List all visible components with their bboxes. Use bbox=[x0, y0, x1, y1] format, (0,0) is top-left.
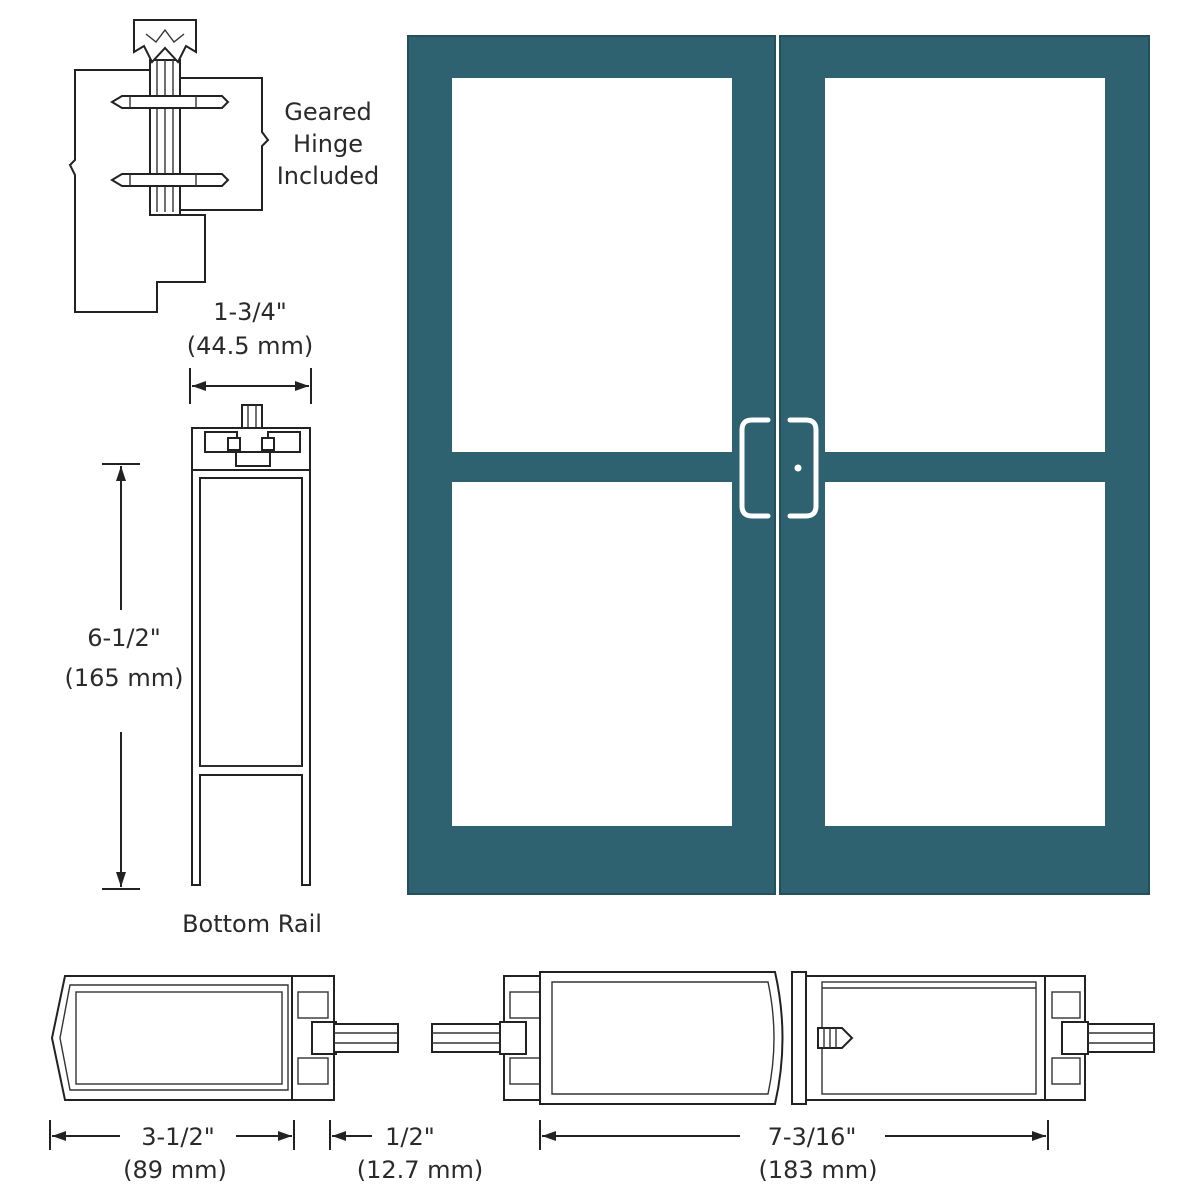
height-mm-label: (165 mm) bbox=[65, 664, 184, 692]
glass-thickness-in-label: 1/2" bbox=[385, 1123, 435, 1151]
meeting-stile-section bbox=[499, 971, 1089, 1105]
glass-strip-right bbox=[1087, 1023, 1155, 1053]
door-pull-handle-icon bbox=[739, 417, 819, 519]
meeting-width-in-label: 7-3/16" bbox=[768, 1123, 857, 1151]
meeting-width-dimension-line bbox=[539, 1120, 1049, 1150]
stile-width-in-label: 3-1/2" bbox=[141, 1123, 215, 1151]
stile-section-left bbox=[50, 975, 337, 1101]
height-in-label: 6-1/2" bbox=[87, 624, 161, 652]
meeting-width-mm-label: (183 mm) bbox=[759, 1156, 878, 1184]
double-door-icon bbox=[407, 35, 1150, 895]
glass-thickness-mm-label: (12.7 mm) bbox=[357, 1156, 484, 1184]
hinge-label-line2: Hinge bbox=[293, 130, 363, 158]
stile-width-dimension-line bbox=[49, 1120, 295, 1150]
top-width-dimension-line bbox=[189, 368, 312, 404]
bottom-rail-profile bbox=[191, 404, 311, 886]
stile-width-mm-label: (89 mm) bbox=[123, 1156, 227, 1184]
bottom-rail-label: Bottom Rail bbox=[182, 910, 322, 938]
top-width-in-label: 1-3/4" bbox=[213, 298, 287, 326]
geared-hinge-icon bbox=[68, 19, 270, 313]
height-dimension-line bbox=[102, 463, 140, 890]
top-width-mm-label: (44.5 mm) bbox=[187, 332, 314, 360]
glass-thickness-dimension-line bbox=[329, 1120, 372, 1150]
hinge-label-line3: Included bbox=[277, 162, 380, 190]
hinge-label-line1: Geared bbox=[284, 98, 371, 126]
glass-strip-left bbox=[333, 1023, 399, 1053]
